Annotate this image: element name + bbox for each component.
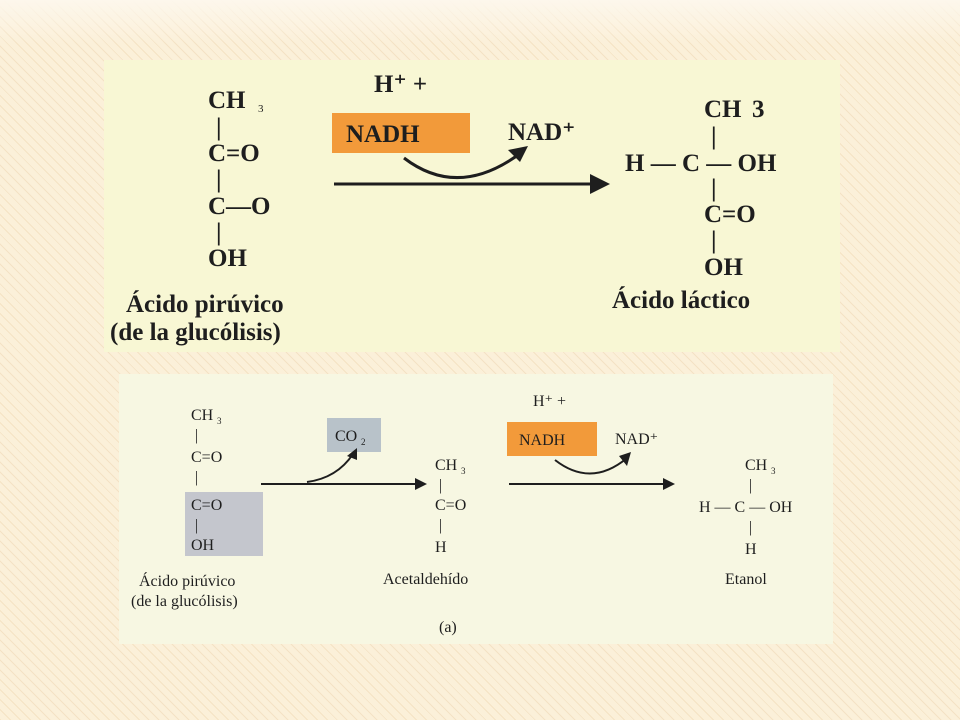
h-plus-label: H⁺ + — [533, 393, 566, 410]
pyruvate-carbonyl: C=O — [191, 449, 222, 466]
lactate-bond-1: | — [711, 123, 717, 150]
label-ethanol: Etanol — [725, 571, 767, 588]
pyruvate-ch3: CH — [208, 87, 246, 114]
pyruvate-carboxyl: C—O — [208, 193, 271, 220]
carboxyl-highlight — [185, 492, 263, 556]
pyruvate-hydroxyl: OH — [191, 537, 215, 554]
label-pyruvic-acid: Ácido pirúvico — [126, 290, 284, 318]
co2-release-arrowhead — [347, 448, 357, 460]
h-plus-label: H⁺ + — [374, 71, 427, 98]
pyruvate-carbonyl: C=O — [208, 140, 260, 167]
acetaldehyde-carbonyl: C=O — [435, 497, 466, 514]
lactate-carbonyl: C=O — [704, 201, 756, 228]
nadh-box — [507, 422, 597, 456]
pyruvate-bond-1: | — [216, 114, 222, 141]
nadh-oxidation-curve — [554, 457, 628, 475]
lactate-ch3: CH — [704, 96, 742, 123]
label-lactic-acid: Ácido láctico — [612, 286, 750, 314]
nadh-oxidation-arrowhead — [619, 452, 631, 466]
alcoholic-fermentation-panel: CH 3 | C=O | C=O | OH CO 2 CH 3 | C=O | … — [119, 374, 833, 644]
ethanol-carbon: H — C — OH — [699, 499, 793, 516]
nadh-label: NADH — [519, 432, 566, 449]
ethanol-hydrogen: H — [745, 541, 757, 558]
acetaldehyde-ch3-subscript: 3 — [461, 466, 466, 476]
lactate-ch3-subscript: 3 — [752, 96, 765, 123]
nad-plus-label: NAD⁺ — [615, 431, 658, 448]
label-from-glycolysis: (de la glucólisis) — [110, 319, 281, 346]
reaction-arrowhead — [590, 174, 610, 194]
label-acetaldehyde: Acetaldehído — [383, 571, 468, 588]
ethanol-ch3: CH — [745, 457, 768, 474]
pyruvate-ch3-subscript: 3 — [258, 103, 264, 115]
pyruvate-bond-3: | — [216, 219, 222, 246]
figure-caption: (a) — [439, 619, 457, 636]
pyruvate-carboxyl: C=O — [191, 497, 222, 514]
label-pyruvic-acid: Ácido pirúvico — [139, 571, 235, 590]
acetaldehyde-ch3: CH — [435, 457, 458, 474]
nadh-box — [332, 113, 470, 153]
lactate-bond-2: | — [711, 175, 717, 202]
label-from-glycolysis: (de la glucólisis) — [131, 593, 238, 610]
reduction-arrowhead — [663, 478, 675, 490]
nadh-oxidation-curve — [403, 150, 523, 179]
co2-subscript: 2 — [361, 437, 366, 447]
lactate-chiral-center: H — C — OH — [625, 150, 777, 177]
co2-release-curve — [306, 453, 354, 483]
ethanol-bond-2: | — [749, 519, 752, 536]
co2-label: CO — [335, 428, 357, 445]
ethanol-ch3-subscript: 3 — [771, 466, 776, 476]
pyruvate-ch3: CH — [191, 407, 214, 424]
lactate-bond-3: | — [711, 227, 717, 254]
alcoholic-fermentation-diagram: CH 3 | C=O | C=O | OH CO 2 CH 3 | C=O | … — [131, 393, 793, 636]
slide-top-band — [0, 0, 960, 44]
decarboxylation-arrowhead — [415, 478, 427, 490]
co2-box — [327, 418, 381, 452]
pyruvate-bond-3: | — [195, 517, 198, 534]
pyruvate-ch3-subscript: 3 — [217, 416, 222, 426]
nad-plus-label: NAD⁺ — [508, 119, 575, 146]
acetaldehyde-hydrogen: H — [435, 539, 447, 556]
acetaldehyde-bond-1: | — [439, 477, 442, 494]
pyruvate-bond-2: | — [195, 469, 198, 486]
lactic-fermentation-panel: CH 3 | C=O | C—O | OH H⁺ + NADH NAD⁺ CH … — [104, 60, 840, 352]
pyruvate-bond-2: | — [216, 166, 222, 193]
nadh-oxidation-arrowhead — [508, 146, 528, 162]
acetaldehyde-bond-2: | — [439, 517, 442, 534]
lactate-hydroxyl: OH — [704, 254, 743, 281]
nadh-label: NADH — [346, 121, 420, 148]
lactic-fermentation-diagram: CH 3 | C=O | C—O | OH H⁺ + NADH NAD⁺ CH … — [110, 71, 777, 346]
ethanol-bond-1: | — [749, 477, 752, 494]
pyruvate-hydroxyl: OH — [208, 245, 247, 272]
pyruvate-bond-1: | — [195, 427, 198, 444]
